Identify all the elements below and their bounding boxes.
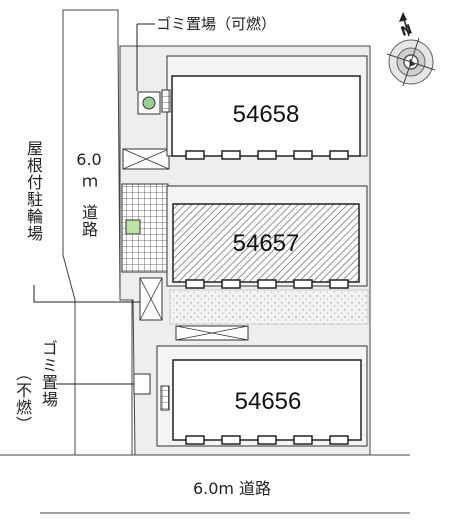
label-road-vertical-name: 道路: [79, 204, 98, 238]
road-vertical: [62, 9, 133, 456]
garbage-area-nonburnable: [133, 373, 151, 395]
building-54658[interactable]: 54658: [161, 55, 368, 160]
gravel-area: [169, 289, 369, 325]
building-number: 54656: [235, 388, 302, 415]
building-number: 54657: [233, 230, 300, 257]
label-road-vertical-unit: ｍ: [79, 174, 98, 191]
balcony-row: [185, 150, 349, 160]
balcony-row: [185, 279, 349, 289]
label-garbage-nonburnable: ゴミ置場: [39, 340, 58, 408]
building-number: 54658: [233, 101, 300, 128]
north-arrow-compass-icon: N: [386, 12, 436, 87]
label-road-bottom: 6.0m 道路: [193, 479, 271, 498]
north-label: N: [399, 22, 414, 40]
leader-line-bicycle: [33, 285, 140, 303]
label-road-vertical-width: 6.0: [76, 150, 101, 169]
label-garbage-nonburnable-sub: （不燃）: [13, 365, 32, 433]
label-garbage-burnable: ゴミ置場（可燃）: [156, 15, 276, 33]
garbage-box-icon: [125, 219, 141, 235]
balcony-row: [185, 435, 349, 445]
building-54657[interactable]: 54657: [166, 185, 368, 289]
building-54656[interactable]: 54656: [156, 345, 368, 447]
garbage-bin-icon: [142, 96, 156, 110]
label-bicycle-parking: 屋根付駐輪場: [24, 140, 43, 242]
